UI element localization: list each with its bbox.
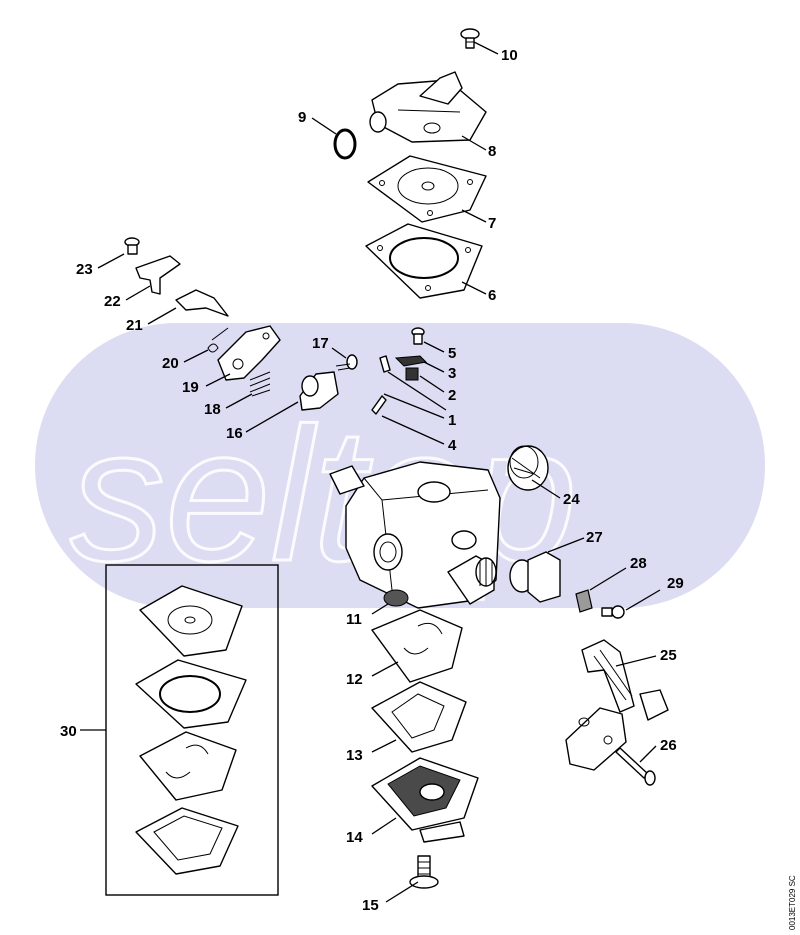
callout-26: 26 (660, 737, 677, 754)
part-3-lever (394, 355, 428, 367)
carburetor-body (329, 461, 501, 609)
part-26-block (565, 707, 627, 771)
callout-27: 27 (586, 529, 603, 546)
callout-16: 16 (226, 425, 243, 442)
callout-6: 6 (488, 287, 496, 304)
part-10-screw (460, 28, 480, 49)
part-24-cup (507, 445, 549, 491)
callout-28: 28 (630, 555, 647, 572)
part-20-spring (207, 327, 229, 353)
callout-10: 10 (501, 47, 518, 64)
part-9-ring (333, 128, 357, 160)
part-27-intake (509, 551, 561, 603)
callout-11: 11 (346, 611, 362, 628)
part-29-screw (601, 605, 625, 619)
callout-17: 17 (312, 335, 329, 352)
part-22-lever (135, 255, 181, 295)
part-14-housing (371, 757, 479, 843)
drawing-code: 0013ET029 SC (788, 875, 797, 930)
part-19-lever (217, 325, 281, 381)
part-11-screen (383, 589, 409, 607)
part-6-gasket (365, 223, 483, 299)
callout-1: 1 (448, 412, 456, 429)
callout-8: 8 (488, 143, 496, 160)
callout-5: 5 (448, 345, 456, 362)
part-28-clip (575, 589, 593, 613)
part-13-gasket (371, 681, 467, 753)
callout-24: 24 (563, 491, 580, 508)
callout-20: 20 (162, 355, 179, 372)
part-25-bracket (581, 639, 669, 721)
callout-9: 9 (298, 109, 306, 126)
part-2-spring (405, 367, 419, 381)
callout-18: 18 (204, 401, 221, 418)
callout-19: 19 (182, 379, 199, 396)
part-12-diaphragm (371, 609, 463, 683)
callout-29: 29 (667, 575, 684, 592)
part-4-needle (379, 355, 391, 373)
part-5-screw (411, 327, 425, 345)
part-16-throttle (299, 371, 339, 411)
callout-23: 23 (76, 261, 93, 278)
callout-12: 12 (346, 671, 363, 688)
part-18-spring (249, 371, 271, 397)
callout-25: 25 (660, 647, 677, 664)
part-21-lever (175, 289, 229, 317)
callout-7: 7 (488, 215, 496, 232)
part-17-screw (335, 354, 358, 371)
callout-30: 30 (60, 723, 77, 740)
part-15-screw (409, 855, 439, 889)
part-26-bolt (615, 747, 656, 786)
leader-lines (80, 41, 661, 903)
callout-22: 22 (104, 293, 121, 310)
part-7-diaphragm (367, 155, 487, 223)
callout-2: 2 (448, 387, 456, 404)
callout-labels: 10 9 8 7 6 23 22 21 20 19 18 17 16 5 3 2… (60, 47, 684, 914)
callout-14: 14 (346, 829, 363, 846)
callout-21: 21 (126, 317, 143, 334)
part-23-screw (124, 237, 140, 255)
watermark-text: seltop (70, 389, 577, 601)
part-8-cover (369, 71, 487, 143)
callout-4: 4 (448, 437, 457, 454)
callout-13: 13 (346, 747, 363, 764)
kit-30-box (105, 564, 279, 896)
part-1-pin (371, 395, 387, 415)
callout-15: 15 (362, 897, 379, 914)
callout-3: 3 (448, 365, 456, 382)
